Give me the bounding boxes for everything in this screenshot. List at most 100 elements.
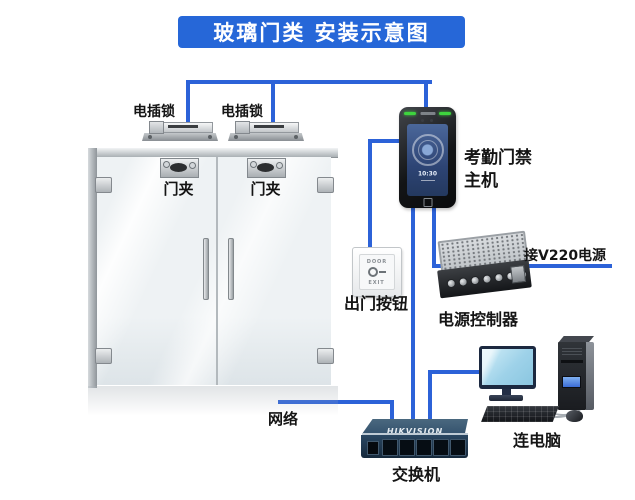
- terminal-screw-icon: [493, 272, 504, 283]
- tower-drive-slot: [561, 360, 583, 363]
- face-scan-ring-icon: [417, 139, 438, 160]
- wire-lock-left: [186, 80, 190, 122]
- lock-base-plate: [142, 133, 218, 141]
- ethernet-port-icon: [382, 439, 398, 456]
- mouse: [566, 410, 583, 422]
- monitor-screen: [482, 349, 533, 385]
- title-banner: 玻璃门类 安装示意图: [178, 16, 465, 48]
- wire-host-exit-h: [368, 139, 404, 143]
- computer-label: 连电脑: [513, 431, 562, 450]
- host-screen-time: 10:30: [418, 170, 437, 178]
- camera-dot-icon: [421, 119, 424, 122]
- power-source-label: 接V220电源: [524, 248, 607, 264]
- exit-plate-door-text: DOOR: [366, 258, 388, 265]
- tower-vents: [562, 347, 582, 355]
- lock-base-plate: [228, 133, 304, 141]
- monitor: [479, 346, 536, 389]
- network-label: 网络: [268, 410, 299, 428]
- door-hinge-bottom-right: [317, 348, 334, 364]
- lock-screw-icon: [294, 135, 298, 139]
- face-scan-ring-icon: [411, 133, 444, 166]
- lock-slot: [254, 125, 284, 128]
- lock-slot: [168, 125, 198, 128]
- page-title: 玻璃门类 安装示意图: [213, 21, 430, 45]
- clamp-oval: [257, 163, 274, 172]
- monitor-stand-base: [489, 395, 523, 401]
- home-button-icon: [423, 198, 432, 207]
- host-label-line2: 主机: [464, 171, 498, 191]
- psu-connector: [510, 264, 527, 284]
- switch-brand-text: HIKVISION: [386, 427, 444, 436]
- ethernet-port-icon: [433, 439, 449, 456]
- clamp-screw-icon: [163, 161, 170, 168]
- door-clamp-device-left: [160, 158, 199, 178]
- wire-host-switch: [411, 205, 415, 419]
- exit-button-label: 出门按钮: [344, 294, 409, 313]
- tower-top-face: [558, 336, 594, 343]
- wire-host-psu: [432, 205, 436, 268]
- clamp-oval: [170, 163, 187, 172]
- led-strip-right-icon: [439, 112, 451, 115]
- wire-host-exit-v: [368, 139, 372, 249]
- clamp-screw-icon: [189, 162, 196, 169]
- exit-plate-exit-text: EXIT: [368, 279, 386, 286]
- door-hinge-top-left: [95, 177, 112, 193]
- wire-network-h: [278, 400, 394, 404]
- clamp-screw-icon: [250, 161, 257, 168]
- monitor-stand-neck: [502, 389, 511, 396]
- switch-top-face: HIKVISION: [362, 419, 468, 434]
- switch-label: 交换机: [392, 465, 441, 484]
- keyboard-cable: [536, 394, 578, 418]
- clamp-screw-icon: [276, 162, 283, 169]
- power-controller-label: 电源控制器: [438, 310, 519, 329]
- wire-top-horizontal: [186, 80, 432, 84]
- terminal-screw-icon: [458, 276, 469, 287]
- host-screen: 10:30: [407, 124, 448, 196]
- host-label-line1: 考勤门禁: [464, 148, 532, 168]
- led-strip-left-icon: [404, 112, 416, 115]
- glass-door-panels: [97, 157, 331, 385]
- electric-bolt-lock-left: [142, 118, 218, 144]
- camera-dot-icon: [430, 119, 433, 122]
- host-brand-mark: [420, 112, 435, 115]
- pc-tower: [556, 336, 596, 410]
- door-handle-right: [228, 238, 234, 300]
- terminal-screw-icon: [481, 273, 492, 284]
- ethernet-port-icon: [416, 439, 432, 456]
- power-inlet-icon: [367, 441, 379, 455]
- ethernet-port-icon: [450, 439, 466, 456]
- access-control-host-device: 10:30: [399, 107, 456, 208]
- switch-edge-highlight: [362, 433, 468, 435]
- keyboard: [481, 406, 559, 422]
- wire-computer-v: [428, 370, 432, 419]
- key-ring: [368, 267, 378, 277]
- terminal-screw-icon: [446, 277, 457, 289]
- key-bar: [379, 271, 386, 273]
- wire-network-v: [390, 400, 394, 419]
- lock-end-cap: [235, 121, 250, 134]
- tower-side-face: [586, 342, 594, 410]
- exit-button-face: DOOR EXIT: [359, 254, 395, 290]
- door-hinge-bottom-left: [95, 348, 112, 364]
- lock-screw-icon: [208, 135, 212, 139]
- wire-computer-h: [428, 370, 482, 374]
- lock-end-cap: [149, 121, 164, 134]
- ethernet-port-icon: [399, 439, 415, 456]
- tower-lcd-panel: [562, 376, 581, 388]
- power-controller-device: [434, 230, 533, 304]
- wire-lock-right: [271, 80, 275, 122]
- lock-screw-icon: [148, 135, 152, 139]
- door-hinge-top-right: [317, 177, 334, 193]
- lock-label-right: 电插锁: [221, 104, 263, 120]
- door-center-divider: [216, 157, 218, 385]
- clamp-label-left: 门夹: [163, 180, 194, 198]
- door-floor-reflection: [88, 386, 338, 416]
- door-clamp-device-right: [247, 158, 286, 178]
- door-left-frame: [88, 148, 97, 388]
- clamp-label-right: 门夹: [250, 180, 281, 198]
- lock-screw-icon: [234, 135, 238, 139]
- lock-label-left: 电插锁: [133, 104, 175, 120]
- electric-bolt-lock-right: [228, 118, 304, 144]
- host-screen-date-bar: [420, 180, 435, 181]
